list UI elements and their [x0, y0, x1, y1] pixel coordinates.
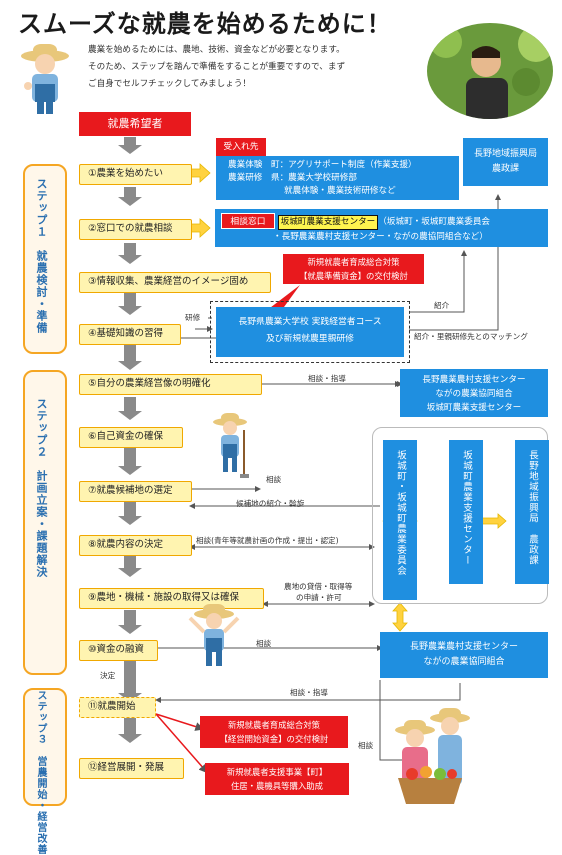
kaishi-grant-line: 【経営開始資金】の交付検討 — [219, 734, 329, 744]
college-frame — [210, 301, 410, 363]
farmer-hoe-illustration — [213, 413, 249, 478]
matching-note: 紹介・里親研修先とのマッチング — [414, 332, 528, 341]
nagano-shinko-line: 農政課 — [491, 164, 519, 174]
step-9: ⑨農地・機械・施設の取得又は確保 — [79, 588, 264, 609]
junbi-grant-line: 新規就農者育成総合対策 — [307, 257, 400, 267]
soudan-shido-note: 相談・指導 — [308, 374, 346, 383]
step-11: ⑪就農開始 — [79, 697, 156, 718]
nagano-shinko-box: 長野地域振興局 農政課 — [463, 138, 548, 186]
soudan-label: 相談窓口 — [221, 213, 275, 229]
step-2: ②窓口での就農相談 — [79, 219, 192, 240]
farmer-cheer-illustration — [188, 604, 240, 666]
intro-line: そのため、ステップを踏んで準備をすることが重要ですので、まず — [88, 62, 346, 72]
farmers-harvest-illustration — [395, 708, 470, 804]
nouchi-note-1: 農地の貸借・取得等 — [284, 582, 353, 591]
intro-text: 農業を始めるためには、農地、技術、資金などが必要となります。 そのため、ステップ… — [88, 42, 418, 93]
ukeire-line: 農業体験 町：アグリサポート制度（作業支援） — [228, 160, 417, 170]
stage-box-step3 — [23, 688, 67, 806]
support-line: 長野農業農村支援センター — [422, 375, 526, 385]
soudan-center: 坂城町農業支援センター — [277, 215, 379, 230]
soudan-rest: （坂城町・坂城町農業委員会 — [378, 217, 491, 227]
page-title: スムーズな就農を始めるために！ — [18, 10, 392, 38]
step-3: ③情報収集、農業経営のイメージ固め — [79, 272, 271, 293]
town-grant-box: 新規就農者支援事業【町】 住居・農機具等購入助成 — [205, 763, 349, 795]
soudan-note-12: 相談 — [358, 741, 374, 750]
col-2-box: 坂城町農業支援センター — [449, 440, 483, 584]
col-3-box: 長野地域振興局 農政課 — [515, 440, 549, 584]
college-box: 長野県農業大学校 実践経営者コース 及び新規就農里親研修 — [216, 307, 404, 357]
ukeire-label: 受入れ先 — [216, 138, 266, 156]
support-line: 長野農業農村支援センター — [409, 642, 518, 652]
yellow-arrows — [189, 163, 211, 238]
stage-label-step1: ステップ１ 就農検討・準備 — [35, 178, 48, 334]
col-3-text: 長野地域振興局 農政課 — [527, 450, 538, 566]
kouho-note: 候補地の紹介・斡旋 — [236, 499, 305, 508]
town-grant-line: 住居・農機具等購入助成 — [230, 781, 324, 791]
junbi-grant-line: 【就農準備資金】の交付検討 — [299, 271, 408, 281]
college-line: 長野県農業大学校 実践経営者コース — [238, 317, 382, 327]
down-arrows — [118, 137, 142, 743]
step-4: ④基礎知識の習得 — [79, 324, 181, 345]
soudan-line2: ・長野農業農村支援センター・ながの農協同組合など） — [273, 232, 488, 242]
shokai-note: 紹介 — [434, 301, 450, 310]
col-2-text: 坂城町農業支援センター — [461, 450, 472, 566]
farmer-thinking-illustration — [21, 44, 69, 114]
step-8: ⑧就農内容の決定 — [79, 535, 192, 556]
soudan-note-10: 相談 — [256, 639, 272, 648]
stage-box-step1 — [23, 164, 67, 354]
start-box: 就農希望者 — [79, 112, 191, 136]
stage-box-step2 — [23, 370, 67, 675]
step-10: ⑩資金の融資 — [79, 640, 158, 661]
ukeire-line: 農業研修 県：農業大学校研修部 — [228, 173, 357, 183]
kaishi-grant-box: 新規就農者育成総合対策 【経営開始資金】の交付検討 — [200, 716, 348, 748]
kettei-note: 決定 — [100, 671, 116, 680]
stage-label-step2: ステップ２ 計画立案・課題解決 — [35, 398, 48, 578]
col-1-box: 坂城町・坂城町農業委員会 — [383, 440, 417, 600]
nouchi-note-2: の申請・許可 — [296, 593, 342, 602]
keikaku-note: 相談(青年等就農計画の作成・提出・認定) — [196, 536, 339, 545]
nagano-shinko-line: 長野地域振興局 — [473, 149, 537, 159]
college-line: 及び新規就農里親研修 — [266, 334, 354, 344]
step-6: ⑥自己資金の確保 — [79, 427, 183, 448]
ukeire-line: 就農体験・農業技術研修など — [284, 186, 396, 196]
support-line: ながの農業協同組合 — [423, 657, 505, 667]
ukeire-box: 農業体験 町：アグリサポート制度（作業支援） 農業研修 県：農業大学校研修部 就… — [216, 156, 459, 200]
step-12: ⑫経営展開・発展 — [79, 758, 184, 779]
soudan-box: 相談窓口 坂城町農業支援センター（坂城町・坂城町農業委員会 ・長野農業農村支援セ… — [215, 209, 548, 247]
kaishi-grant-line: 新規就農者育成総合対策 — [227, 720, 321, 730]
intro-line: 農業を始めるためには、農地、技術、資金などが必要となります。 — [88, 45, 345, 55]
soudan-note-7: 相談 — [266, 475, 282, 484]
step-5: ⑤自分の農業経営像の明確化 — [79, 374, 262, 395]
support-box-2: 長野農業農村支援センター ながの農業協同組合 — [380, 632, 548, 678]
town-grant-line: 新規就農者支援事業【町】 — [226, 767, 328, 777]
farmer-photo — [427, 23, 553, 119]
soudan-shido-note-2: 相談・指導 — [290, 688, 328, 697]
step-7: ⑦就農候補地の選定 — [79, 481, 192, 502]
intro-line: ご自身でセルフチェックしてみましょう！ — [88, 79, 252, 89]
junbi-grant-box: 新規就農者育成総合対策 【就農準備資金】の交付検討 — [283, 254, 424, 284]
support-box-1: 長野農業農村支援センター ながの農業協同組合 坂城町農業支援センター — [400, 369, 548, 417]
kenshu-note: 研修 — [185, 313, 201, 322]
support-line: ながの農業協同組合 — [435, 389, 513, 399]
col-1-text: 坂城町・坂城町農業委員会 — [395, 450, 406, 576]
support-line: 坂城町農業支援センター — [426, 403, 522, 413]
step-1: ①農業を始めたい — [79, 164, 192, 185]
stage-label-step3: ステップ３ 営農開始・経営改善 — [35, 690, 46, 855]
